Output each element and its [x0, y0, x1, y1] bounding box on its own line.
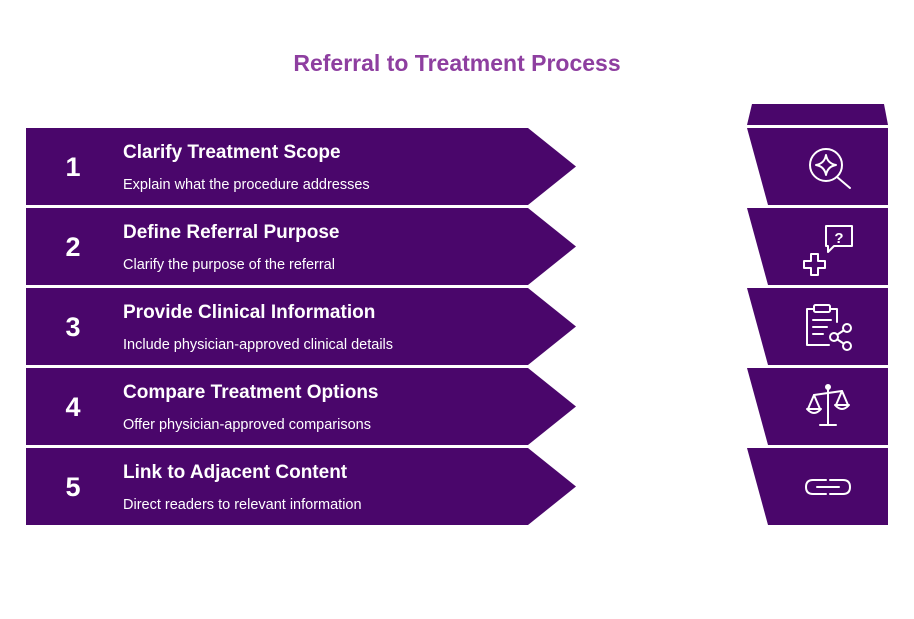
- icon-panel: [747, 368, 888, 445]
- medical-question-icon: [803, 225, 853, 276]
- step-heading: Compare Treatment Options: [123, 382, 379, 403]
- link-icon: [805, 479, 851, 495]
- step-heading: Provide Clinical Information: [123, 302, 375, 323]
- clipboard-share-icon: [806, 304, 852, 351]
- step-arrow: [26, 288, 576, 365]
- step-arrow: [26, 208, 576, 285]
- step-heading: Link to Adjacent Content: [123, 462, 348, 483]
- step-number: 3: [65, 312, 80, 342]
- step-2: 2 Define Referral Purpose Clarify the pu…: [26, 208, 888, 285]
- step-description: Direct readers to relevant information: [123, 497, 362, 513]
- step-1: 1 Clarify Treatment Scope Explain what t…: [26, 128, 888, 205]
- icon-column-cap: [747, 104, 888, 125]
- step-4: 4 Compare Treatment Options Offer physic…: [26, 368, 888, 445]
- page-title: Referral to Treatment Process: [293, 50, 621, 76]
- step-5: 5 Link to Adjacent Content Direct reader…: [26, 448, 888, 525]
- step-number: 4: [65, 392, 80, 422]
- step-3: 3 Provide Clinical Information Include p…: [26, 288, 888, 365]
- step-description: Offer physician-approved comparisons: [123, 417, 371, 433]
- step-number: 1: [65, 152, 80, 182]
- step-arrow: [26, 128, 576, 205]
- step-description: Explain what the procedure addresses: [123, 177, 370, 193]
- step-description: Clarify the purpose of the referral: [123, 257, 335, 273]
- magnifier-sparkle-icon: [809, 148, 851, 189]
- question-mark: ?: [834, 230, 843, 247]
- step-number: 5: [65, 472, 80, 502]
- step-arrow: [26, 448, 576, 525]
- step-arrow: [26, 368, 576, 445]
- icon-panel: [747, 128, 888, 205]
- balance-scale-icon: [806, 384, 850, 426]
- step-description: Include physician-approved clinical deta…: [123, 337, 393, 353]
- step-number: 2: [65, 232, 80, 262]
- step-heading: Define Referral Purpose: [123, 222, 339, 243]
- step-heading: Clarify Treatment Scope: [123, 142, 341, 163]
